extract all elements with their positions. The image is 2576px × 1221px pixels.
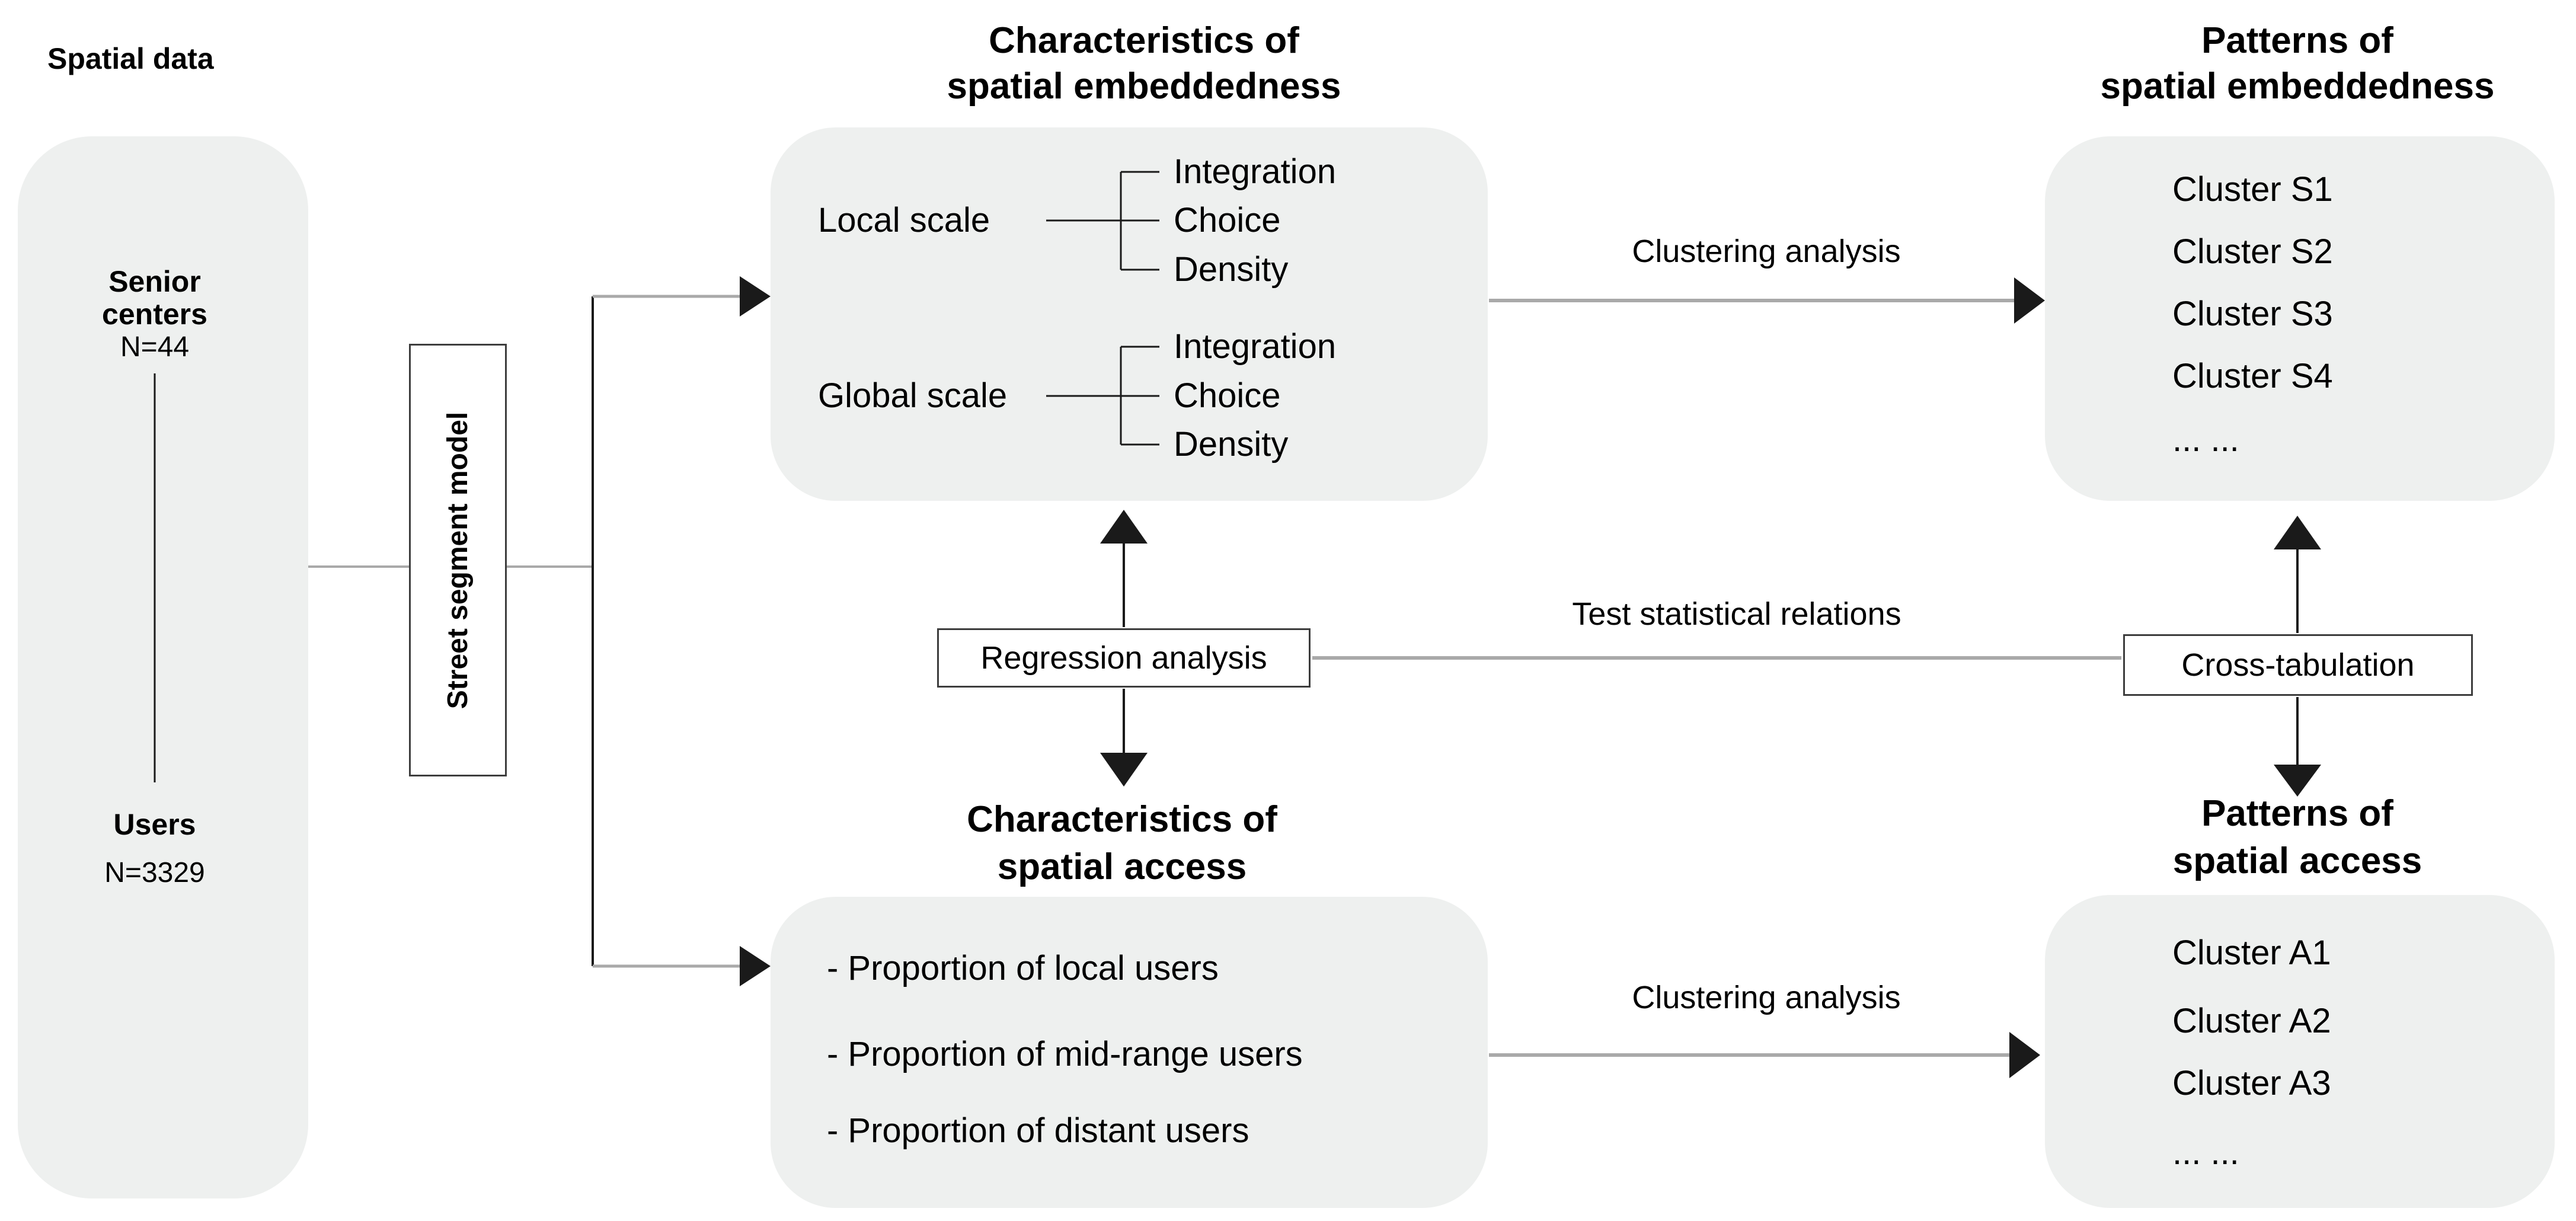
access-characteristics-panel: [771, 897, 1488, 1208]
local-scale-label: Local scale: [818, 201, 990, 239]
users-label: Users: [113, 808, 196, 841]
spatial-data-title: Spatial data: [47, 42, 214, 75]
access-characteristics-title-line2: spatial access: [997, 846, 1247, 887]
regression-down-arrowhead-icon: [1100, 753, 1148, 787]
embeddedness-patterns-title-line2: spatial embeddedness: [2100, 66, 2495, 107]
global-choice-label: Choice: [1174, 376, 1281, 415]
embeddedness-arrowhead-icon: [740, 276, 771, 317]
cross-tabulation-label: Cross-tabulation: [2181, 647, 2415, 683]
senior-centers-count: N=44: [120, 331, 190, 363]
clustering-bottom-arrowhead-icon: [2009, 1032, 2040, 1078]
embeddedness-characteristics-panel: [771, 127, 1488, 501]
street-segment-model-box: Street segment model: [409, 344, 507, 776]
embeddedness-characteristics-title: Characteristics of spatial embeddedness: [947, 18, 1341, 109]
senior-centers-label-line1: Senior: [108, 265, 201, 298]
local-density-label: Density: [1174, 250, 1289, 289]
access-patterns-title: Patterns of spatial access: [2173, 790, 2422, 885]
global-integration-label: Integration: [1174, 327, 1337, 366]
access-item-midrange: - Proportion of mid-range users: [827, 1035, 1303, 1073]
embeddedness-characteristics-title-line1: Characteristics of: [989, 20, 1299, 61]
access-characteristics-title: Characteristics of spatial access: [967, 796, 1277, 891]
test-statistical-relations-label: Test statistical relations: [1572, 596, 1901, 632]
embeddedness-characteristics-title-line2: spatial embeddedness: [947, 66, 1341, 107]
embeddedness-patterns-panel: [2045, 136, 2555, 501]
cluster-a-ellipsis: ... ...: [2172, 1133, 2239, 1172]
embeddedness-patterns-title-line1: Patterns of: [2201, 20, 2393, 61]
street-segment-model-label: Street segment model: [442, 411, 474, 709]
access-patterns-panel: [2045, 895, 2555, 1208]
access-item-local: - Proportion of local users: [827, 949, 1219, 987]
local-integration-label: Integration: [1174, 152, 1337, 191]
clustering-top-arrowhead-icon: [2014, 277, 2045, 324]
access-characteristics-title-line1: Characteristics of: [967, 799, 1277, 840]
cluster-s4-item: Cluster S4: [2172, 357, 2333, 395]
users-block: Users N=3329: [104, 808, 204, 890]
senior-centers-label-line2: centers: [102, 298, 207, 331]
embeddedness-patterns-title: Patterns of spatial embeddedness: [2100, 18, 2494, 109]
global-scale-label: Global scale: [818, 376, 1008, 415]
senior-centers-block: Senior centers N=44: [102, 266, 207, 364]
cluster-s3-item: Cluster S3: [2172, 295, 2333, 333]
cluster-a1-item: Cluster A1: [2172, 934, 2331, 972]
cross-tabulation-box: Cross-tabulation: [2123, 634, 2473, 696]
local-choice-label: Choice: [1174, 201, 1281, 239]
clustering-analysis-bottom-label: Clustering analysis: [1632, 980, 1901, 1015]
regression-analysis-box: Regression analysis: [937, 628, 1311, 688]
cluster-a2-item: Cluster A2: [2172, 1002, 2331, 1040]
regression-up-arrowhead-icon: [1100, 510, 1148, 544]
cluster-s1-item: Cluster S1: [2172, 170, 2333, 209]
crosstab-up-arrowhead-icon: [2274, 516, 2321, 549]
cluster-s-ellipsis: ... ...: [2172, 420, 2239, 459]
spatial-data-panel: [18, 136, 308, 1198]
cluster-a3-item: Cluster A3: [2172, 1064, 2331, 1102]
regression-analysis-label: Regression analysis: [980, 640, 1267, 676]
access-patterns-title-line1: Patterns of: [2201, 793, 2393, 834]
users-count: N=3329: [104, 857, 205, 888]
access-item-distant: - Proportion of distant users: [827, 1111, 1249, 1150]
access-patterns-title-line2: spatial access: [2172, 840, 2422, 881]
cluster-s2-item: Cluster S2: [2172, 232, 2333, 271]
clustering-analysis-top-label: Clustering analysis: [1632, 234, 1901, 269]
global-density-label: Density: [1174, 425, 1289, 464]
access-arrowhead-icon: [740, 946, 771, 986]
